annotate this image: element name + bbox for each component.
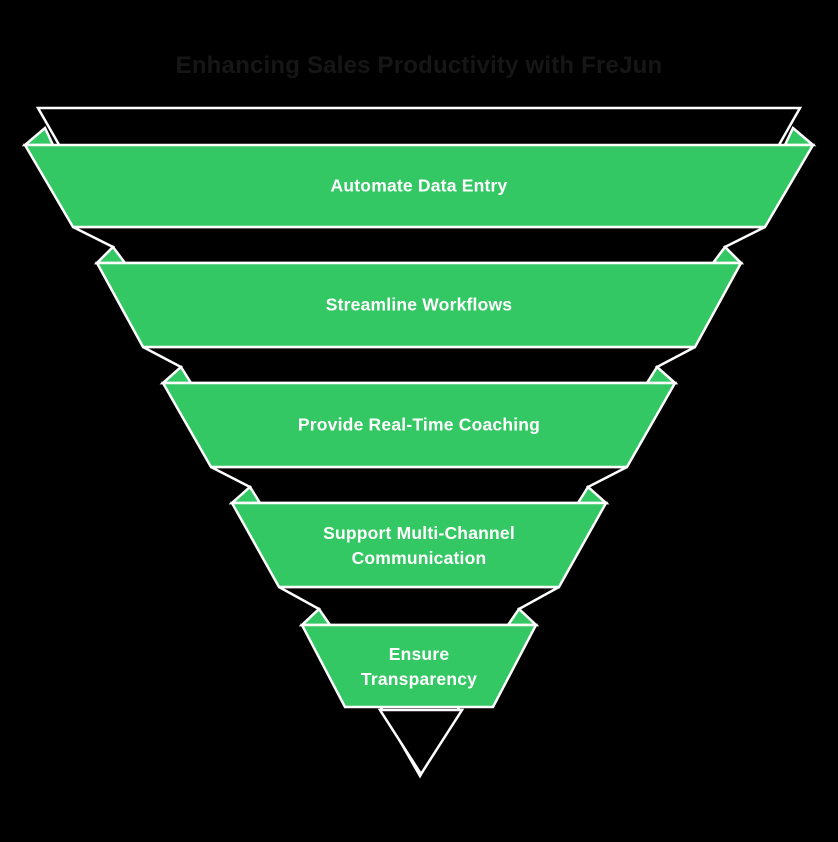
segment-1-right-fold [783,125,817,147]
funnel-gap-3 [210,465,628,505]
funnel-tip-triangle [377,708,465,777]
segment-1-band [22,143,816,229]
segment-label-5: Ensure Transparency [360,644,478,689]
segment-label-3: Provide Real-Time Coaching [297,414,541,435]
diagram-title: Enhancing Sales Productivity with FreJun [175,52,663,79]
funnel-segment-1 [21,125,817,229]
funnel-gap-1 [72,225,766,265]
segment-4-band [229,501,609,589]
funnel-segment-2 [93,245,745,349]
segment-2-band [94,261,744,349]
segment-label-2: Streamline Workflows [325,294,513,315]
segment-label-4: Support Multi-Channel Communication [323,523,515,568]
funnel-segment-3 [159,365,679,469]
funnel-segment-5 [298,607,540,709]
segment-1-left-fold [21,125,55,147]
funnel-gap-2 [142,345,696,385]
segment-5-band [299,623,539,709]
funnel-segment-4 [228,485,610,589]
segment-3-band [160,381,678,469]
segment-label-1: Automate Data Entry [330,175,508,196]
